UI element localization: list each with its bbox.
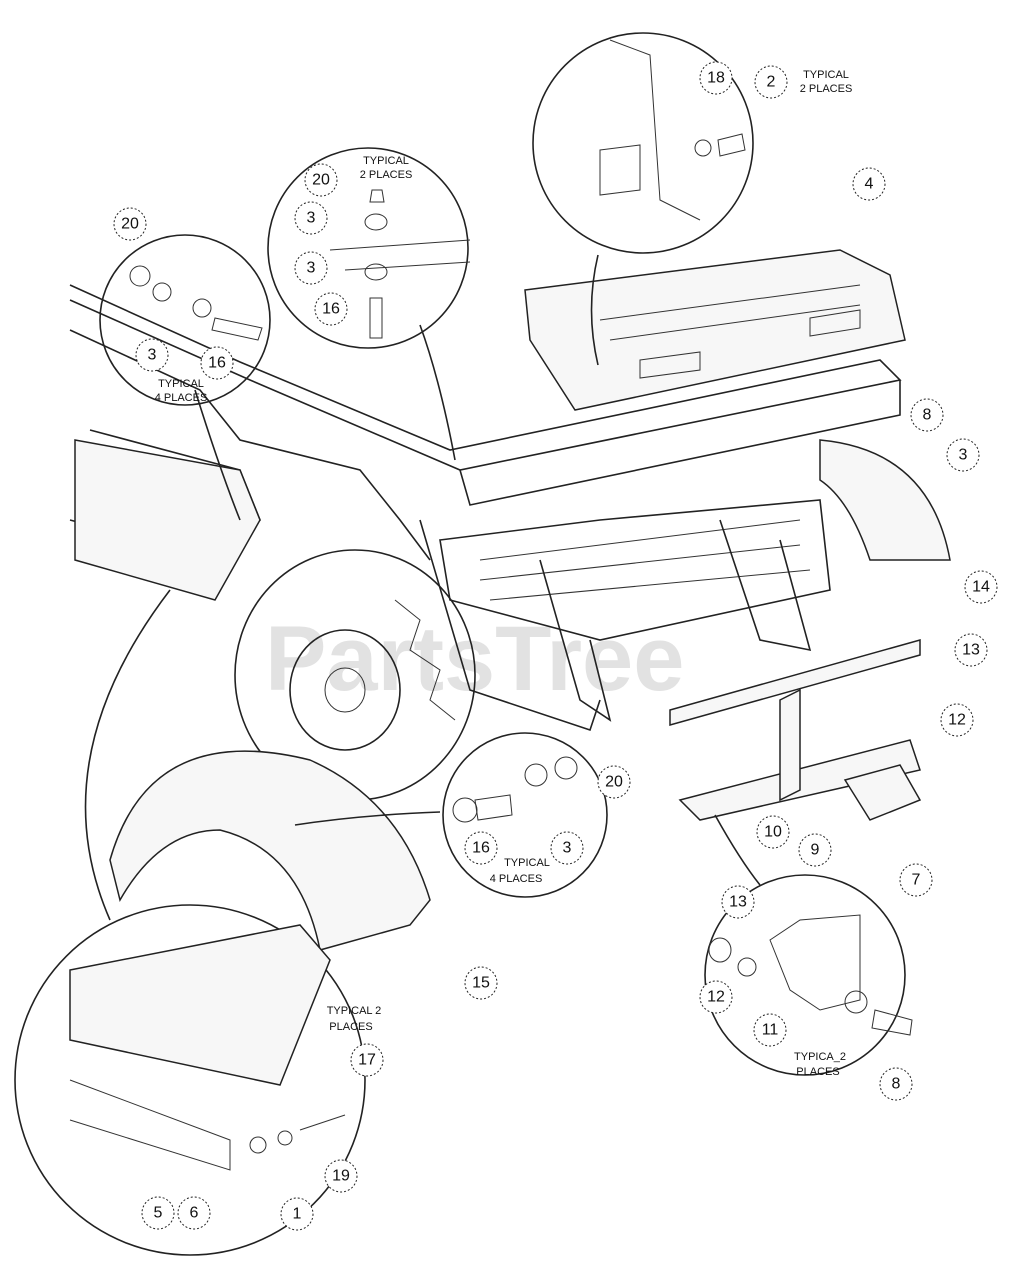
callout-label: 8 xyxy=(923,407,932,424)
callout-14: 13 xyxy=(954,633,988,667)
note-6-line1: TYPICA_2 xyxy=(794,1051,846,1063)
callout-5: 3 xyxy=(294,201,328,235)
callout-1: 20 xyxy=(113,207,147,241)
callout-label: 13 xyxy=(729,894,747,911)
callout-label: 3 xyxy=(563,840,572,857)
note-1-line2: 2 PLACES xyxy=(360,169,413,181)
callout-label: 9 xyxy=(811,842,820,859)
note-2-line1: TYPICAL xyxy=(803,69,849,81)
callout-label: 5 xyxy=(154,1205,163,1222)
callout-18: 3 xyxy=(550,831,584,865)
note-4-line2: 4 PLACES xyxy=(490,873,543,885)
note-3-line2: 4 PLACES xyxy=(155,392,208,404)
callout-22: 7 xyxy=(899,863,933,897)
callout-label: 20 xyxy=(605,774,623,791)
leader-arrows xyxy=(84,254,761,921)
callout-label: 14 xyxy=(972,579,990,596)
callout-label: 12 xyxy=(707,989,725,1006)
callout-3: 16 xyxy=(200,346,234,380)
callout-label: 2 xyxy=(767,74,776,91)
callout-label: 13 xyxy=(962,642,980,659)
callout-label: 10 xyxy=(764,824,782,841)
callout-6: 3 xyxy=(294,251,328,285)
callout-label: 17 xyxy=(358,1052,376,1069)
callout-23: 13 xyxy=(721,885,755,919)
note-5-line1: TYPICAL 2 xyxy=(327,1005,382,1017)
callout-label: 20 xyxy=(312,172,330,189)
note-5-line2: PLACES xyxy=(329,1021,372,1033)
callout-26: 8 xyxy=(879,1067,913,1101)
callout-label: 19 xyxy=(332,1168,350,1185)
callout-label: 12 xyxy=(948,712,966,729)
notes: TYPICAL 2 PLACES TYPICAL 2 PLACES TYPICA… xyxy=(155,69,853,1078)
note-4-line1: TYPICAL xyxy=(504,857,550,869)
callout-30: 5 xyxy=(141,1196,175,1230)
side-panel xyxy=(74,439,261,601)
callout-13: 14 xyxy=(964,570,998,604)
seat-back-panel xyxy=(524,249,906,411)
callout-label: 16 xyxy=(322,301,340,318)
callout-label: 20 xyxy=(121,216,139,233)
callout-label: 18 xyxy=(707,70,725,87)
trailer-hitch xyxy=(669,639,922,821)
callout-8: 18 xyxy=(699,61,733,95)
right-fender xyxy=(819,439,951,561)
callout-label: 3 xyxy=(307,260,316,277)
callout-2: 3 xyxy=(135,338,169,372)
callout-21: 9 xyxy=(798,833,832,867)
callout-4: 20 xyxy=(304,163,338,197)
note-3-line1: TYPICAL xyxy=(158,378,204,390)
callout-label: 8 xyxy=(892,1076,901,1093)
frame-assembly xyxy=(69,284,902,732)
note-2-line2: 2 PLACES xyxy=(800,83,853,95)
callout-9: 2 xyxy=(754,65,788,99)
callout-19: 15 xyxy=(464,966,498,1000)
detail-circle-hitch-bolt xyxy=(704,874,913,1076)
callout-12: 3 xyxy=(946,438,980,472)
note-1-line1: TYPICAL xyxy=(363,155,409,167)
callout-label: 11 xyxy=(762,1022,779,1039)
callout-label: 3 xyxy=(307,210,316,227)
callout-27: 17 xyxy=(350,1043,384,1077)
callout-10: 4 xyxy=(852,167,886,201)
detail-circle-bolt-wheel xyxy=(442,732,608,898)
callout-15: 12 xyxy=(940,703,974,737)
callout-label: 15 xyxy=(472,975,490,992)
detail-circle-bolt-left xyxy=(99,234,271,406)
detail-circle-bolt-top xyxy=(267,147,471,349)
callout-label: 3 xyxy=(148,347,157,364)
callout-label: 3 xyxy=(959,447,968,464)
left-fender xyxy=(109,750,431,951)
callout-label: 6 xyxy=(190,1205,199,1222)
callout-label: 7 xyxy=(912,872,921,889)
callout-label: 16 xyxy=(472,840,490,857)
callout-25: 11 xyxy=(753,1013,787,1047)
detail-circle-fender-mount xyxy=(14,904,366,1256)
callout-label: 16 xyxy=(208,355,226,372)
callout-17: 16 xyxy=(464,831,498,865)
callout-20: 10 xyxy=(756,815,790,849)
callout-7: 16 xyxy=(314,292,348,326)
callout-29: 1 xyxy=(280,1197,314,1231)
callout-label: 1 xyxy=(293,1206,302,1223)
callout-11: 8 xyxy=(910,398,944,432)
callout-31: 6 xyxy=(177,1196,211,1230)
callout-16: 20 xyxy=(597,765,631,799)
callout-label: 4 xyxy=(865,176,874,193)
note-6-line2: PLACES xyxy=(796,1066,839,1078)
callout-24: 12 xyxy=(699,980,733,1014)
detail-circle-seat-mount xyxy=(532,32,754,254)
callout-28: 19 xyxy=(324,1159,358,1193)
